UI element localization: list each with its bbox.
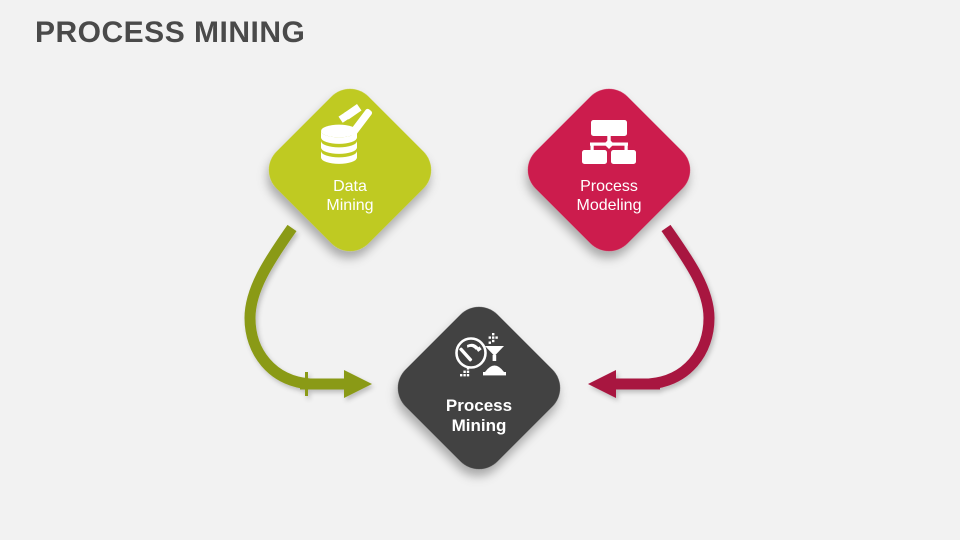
arrow-process-modeling-to-process-mining xyxy=(588,224,715,398)
arrow-green-shaft xyxy=(300,378,344,390)
arrow-red-shaft xyxy=(616,378,660,390)
arrow-data-mining-to-process-mining xyxy=(244,224,372,398)
node-process-mining[interactable] xyxy=(387,296,571,480)
arrow-red-head xyxy=(588,370,616,398)
arrow-red-path xyxy=(648,224,715,390)
arrow-green-path xyxy=(244,224,311,390)
org-chart-icon xyxy=(582,120,636,164)
node-data-mining-shape[interactable] xyxy=(258,78,442,262)
database-pickaxe-icon xyxy=(321,104,373,164)
node-process-mining-shape[interactable] xyxy=(387,296,571,480)
arrow-green-head xyxy=(344,370,372,398)
node-process-modeling[interactable] xyxy=(517,78,701,262)
page-title: PROCESS MINING xyxy=(35,16,306,49)
node-process-modeling-shape[interactable] xyxy=(517,78,701,262)
magnifier-pickaxe-funnel-icon xyxy=(455,333,506,377)
node-data-mining[interactable] xyxy=(258,78,442,262)
